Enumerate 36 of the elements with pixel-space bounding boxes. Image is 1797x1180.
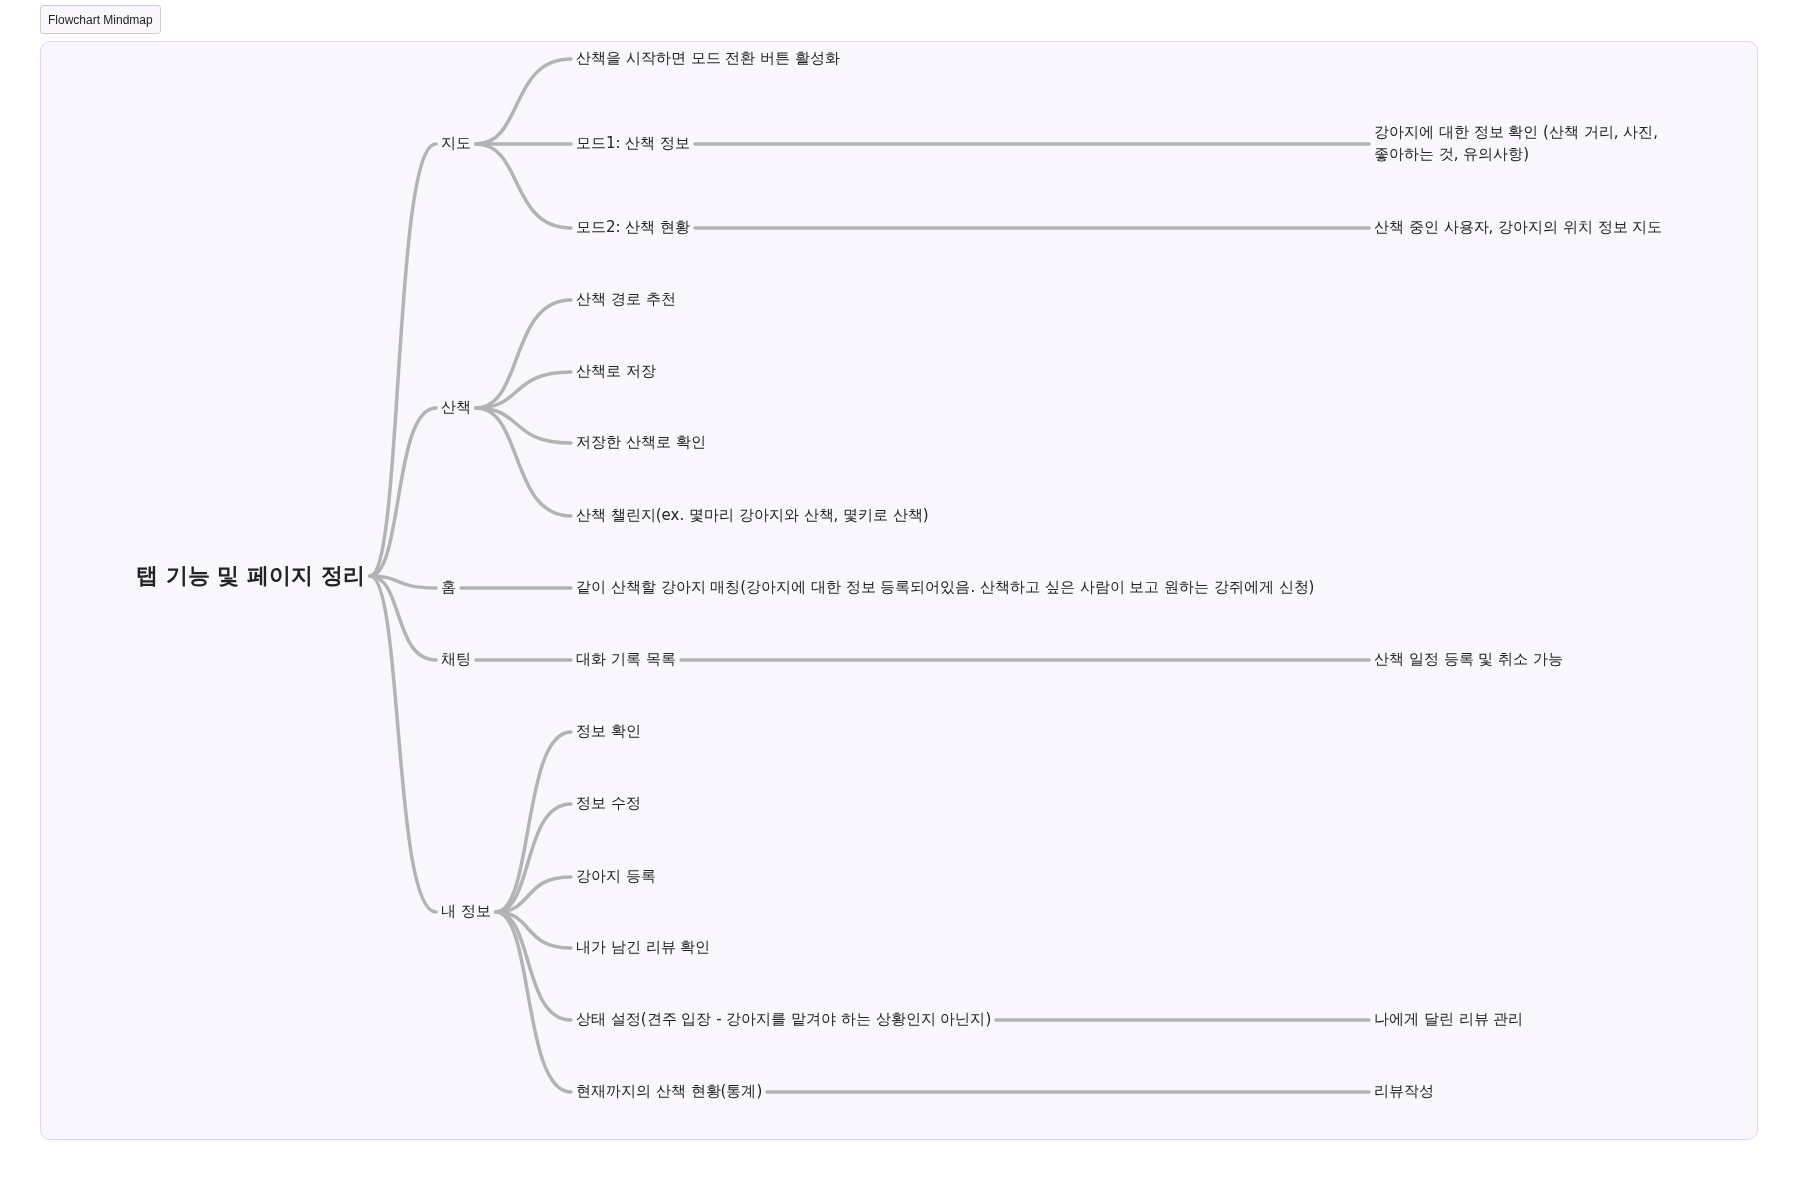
mode-button: Flowchart Mindmap [40,5,161,34]
topic-label: 내 정보 [441,901,491,923]
topic-label: 대화 기록 목록 [576,649,676,671]
root-topic: 탭 기능 및 페이지 정리 [136,560,365,592]
topic-label: 현재까지의 산책 현황(통계) [576,1081,763,1103]
connector-line [994,1018,1371,1022]
connector-line [474,658,573,662]
topic-label: 지도 [441,133,471,155]
topic-label: 모드2: 산책 현황 [576,217,691,239]
connector-line [765,1090,1371,1094]
topic-label: 내가 남긴 리뷰 확인 [576,937,711,959]
connector-line [459,586,573,590]
topic-label: 산책 챌린지(ex. 몇마리 강아지와 산책, 몇키로 산책) [576,505,929,527]
topic-label: 강아지 등록 [576,866,656,888]
topic-label: 산책 [441,397,471,419]
topic-label: 강아지에 대한 정보 확인 (산책 거리, 사진, 좋아하는 것, 유의사항) [1374,122,1674,166]
connector-line [693,142,1371,146]
topic-label: 산책로 저장 [576,361,656,383]
topic-label: 홈 [441,577,456,599]
topic-label: 정보 수정 [576,793,641,815]
topic-label: 같이 산책할 강아지 매칭(강아지에 대한 정보 등록되어있음. 산책하고 싶은 사람이 보고 원하는 강쥐에게 신청) [576,577,1315,599]
topic-label: 채팅 [441,649,471,671]
connector-line [693,226,1371,230]
topic-label: 모드1: 산책 정보 [576,133,691,155]
topic-label: 산책 일정 등록 및 취소 가능 [1374,649,1563,671]
topic-label: 저장한 산책로 확인 [576,432,706,454]
topic-label: 상태 설정(견주 입장 - 강아지를 맡겨야 하는 상황인지 아닌지) [576,1009,992,1031]
topic-label: 산책 경로 추천 [576,289,676,311]
topic-label: 정보 확인 [576,721,641,743]
connector-line [474,406,573,518]
topic-label: 산책을 시작하면 모드 전환 버튼 활성화 [576,48,840,70]
connector-line [679,658,1371,662]
topic-label: 산책 중인 사용자, 강아지의 위치 정보 지도 [1374,217,1663,239]
connector-line [474,142,573,230]
topic-label: 리뷰작성 [1374,1081,1434,1103]
topic-label: 나에게 달린 리뷰 관리 [1374,1009,1524,1031]
